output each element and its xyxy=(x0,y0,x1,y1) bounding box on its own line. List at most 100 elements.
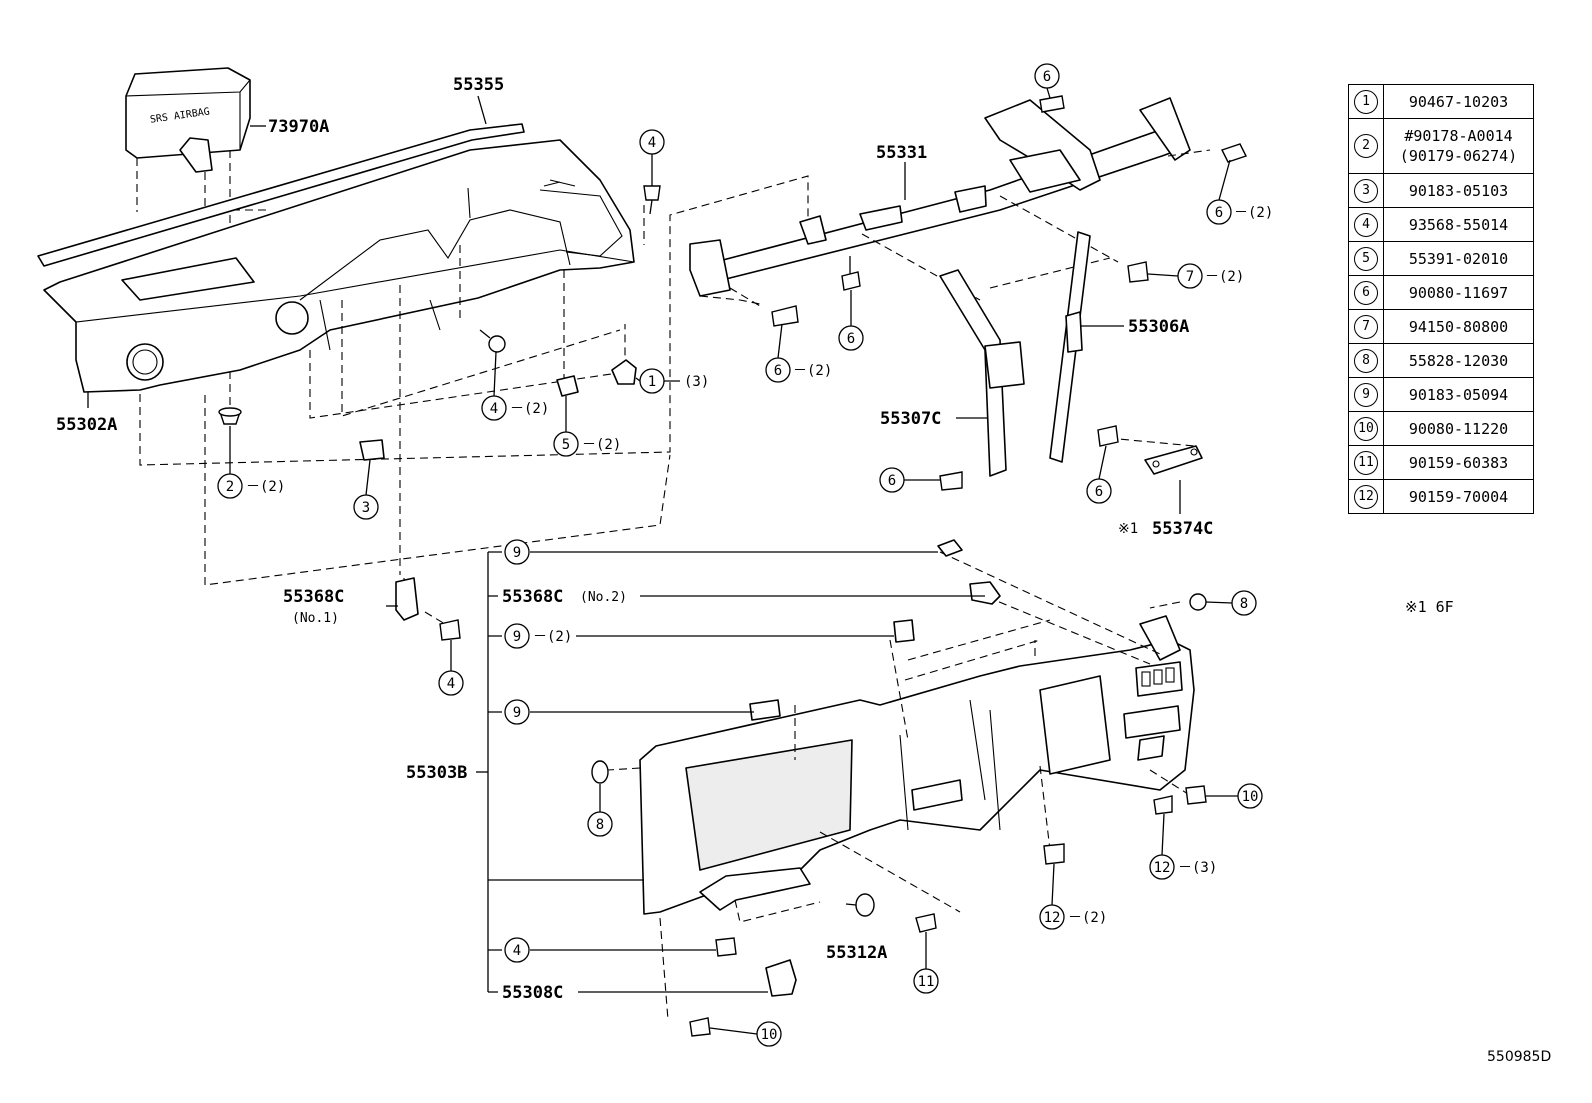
callout-4-top: 4 xyxy=(639,129,665,186)
part-number-alt: (90179-06274) xyxy=(1399,147,1518,165)
label-55307C: 55307C xyxy=(880,409,941,429)
bolt-6-mid xyxy=(841,256,861,291)
dashboard-upper-panel xyxy=(43,139,635,393)
label-55355: 55355 xyxy=(453,75,504,95)
callout-11: 11 xyxy=(913,932,939,994)
part-number: 93568-55014 xyxy=(1383,207,1534,242)
svg-text:6: 6 xyxy=(1215,205,1223,221)
svg-text:－(2): －(2) xyxy=(1068,910,1107,926)
svg-text:(3): (3) xyxy=(684,374,709,390)
bolt-6-left xyxy=(771,305,799,327)
bolt-6-lower xyxy=(939,471,963,491)
svg-text:6: 6 xyxy=(888,473,896,489)
part-number: 55391-02010 xyxy=(1383,241,1534,276)
part-number: 94150-80800 xyxy=(1383,309,1534,344)
label-55303B: 55303B xyxy=(406,763,467,783)
part-number: #90178-A0014 (90179-06274) xyxy=(1383,118,1534,174)
svg-text:－(2): －(2) xyxy=(246,479,285,495)
svg-text:9: 9 xyxy=(513,545,521,561)
callout-6-mid: 6 xyxy=(838,290,864,351)
airbag-module: SRS AIRBAG xyxy=(125,67,251,173)
svg-text:2: 2 xyxy=(226,479,234,495)
screw-4-top xyxy=(643,185,661,215)
svg-text:－(2): －(2) xyxy=(510,401,549,417)
item-number: 7 xyxy=(1354,314,1378,339)
bracket-55368C-No1 xyxy=(395,577,419,621)
item-number: 8 xyxy=(1354,348,1378,373)
clip-1 xyxy=(611,359,637,385)
label-73970A: 73970A xyxy=(268,117,329,137)
screw-12-mid xyxy=(1043,843,1065,865)
part-number-primary: #90178-A0014 xyxy=(1404,127,1513,145)
screw-4-a xyxy=(479,329,506,353)
bracket-55308C xyxy=(765,959,797,997)
clip-3-nut xyxy=(359,439,385,461)
item-number: 1 xyxy=(1354,89,1378,114)
svg-text:－(3): －(3) xyxy=(1178,860,1217,876)
item-number: 12 xyxy=(1354,484,1378,509)
callout-8-left: 8 xyxy=(587,784,613,837)
callout-1: 1 (3) xyxy=(635,368,709,394)
callout-5: 5－(2) xyxy=(553,396,621,457)
svg-text:10: 10 xyxy=(761,1027,778,1043)
svg-text:4: 4 xyxy=(513,943,521,959)
svg-text:1: 1 xyxy=(648,374,656,390)
part-number: 90467-10203 xyxy=(1383,84,1534,119)
svg-text:4: 4 xyxy=(648,135,656,151)
table-row: 2#90178-A0014(90179-06274) xyxy=(1348,118,1534,174)
svg-text:8: 8 xyxy=(596,817,604,833)
svg-text:9: 9 xyxy=(513,705,521,721)
label-55331: 55331 xyxy=(876,143,927,163)
lower-dash-panel xyxy=(639,615,1195,915)
part-number: 55828-12030 xyxy=(1383,343,1534,378)
svg-text:6: 6 xyxy=(1095,484,1103,500)
bolt-6-right xyxy=(1221,143,1247,163)
svg-text:12: 12 xyxy=(1044,910,1061,926)
item-number: 6 xyxy=(1354,280,1378,305)
clip-8-left xyxy=(591,760,609,784)
bolt-6-top xyxy=(1039,95,1065,113)
clip-5 xyxy=(556,375,579,397)
part-number: 90183-05094 xyxy=(1383,377,1534,412)
svg-text:12: 12 xyxy=(1154,860,1171,876)
item-number: 3 xyxy=(1354,178,1378,203)
callout-2: 2 －(2) xyxy=(217,426,285,499)
bolt-10-right xyxy=(1185,785,1207,805)
label-55368C-No2-sub: (No.2) xyxy=(580,590,627,605)
dash-top-strip xyxy=(37,123,525,267)
callout-3: 3 xyxy=(353,459,379,520)
screw-12-right xyxy=(1153,795,1173,815)
label-55368C-No2: 55368C xyxy=(502,587,563,607)
svg-text:5: 5 xyxy=(562,437,570,453)
clip-55312A xyxy=(845,893,875,917)
callout-6-lower2: 6 xyxy=(1086,445,1112,504)
callout-6-right: 6－(2) xyxy=(1206,159,1273,225)
clip-2-grommet xyxy=(218,407,242,425)
part-number: 90159-60383 xyxy=(1383,445,1534,480)
callout-4-lower: 4 xyxy=(504,937,530,963)
callout-7: 7 －(2) xyxy=(1147,263,1244,289)
label-55306A: 55306A xyxy=(1128,317,1189,337)
dash-reinforcement-beam xyxy=(689,97,1191,297)
svg-text:8: 8 xyxy=(1240,596,1248,612)
callout-4-55368C: 4 xyxy=(438,640,464,696)
screw-4-lower xyxy=(715,937,737,957)
label-55374C: 55374C xyxy=(1152,519,1213,539)
clip-9-low xyxy=(749,699,781,721)
svg-text:9: 9 xyxy=(513,629,521,645)
callout-6-lower: 6 xyxy=(879,467,940,493)
svg-text:7: 7 xyxy=(1186,269,1194,285)
label-55308C: 55308C xyxy=(502,983,563,1003)
svg-text:－(2): －(2) xyxy=(1205,269,1244,285)
callout-4-a: 4－(2) xyxy=(481,351,549,421)
footnote: ※1 6F xyxy=(1405,598,1454,616)
item-number: 5 xyxy=(1354,246,1378,271)
